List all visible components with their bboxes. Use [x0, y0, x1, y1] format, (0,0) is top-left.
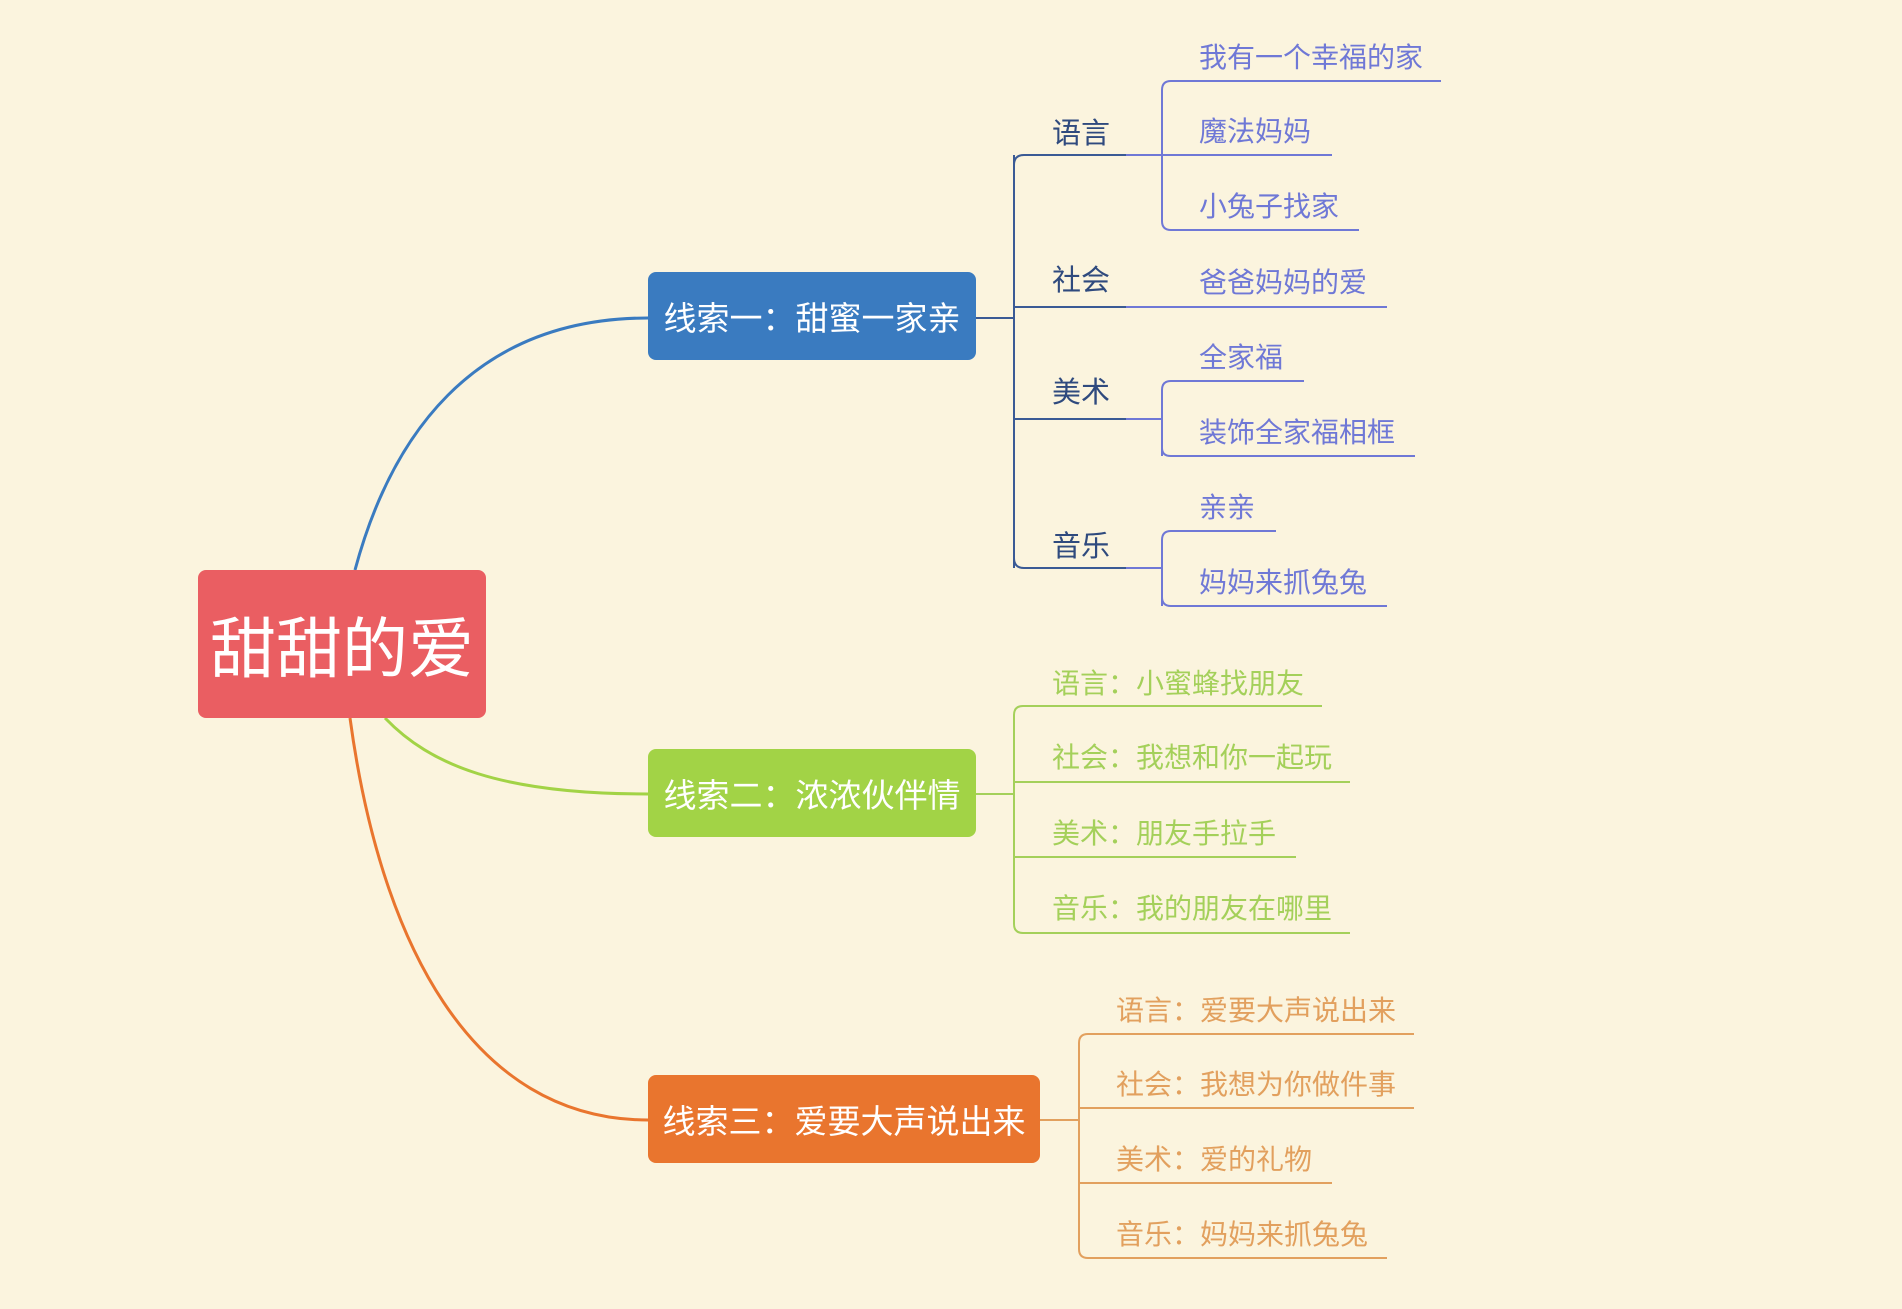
- leaf-item[interactable]: 美术：爱的礼物: [1116, 1143, 1313, 1176]
- leaf-item[interactable]: 亲亲: [1199, 491, 1256, 524]
- leaf-item[interactable]: 社会：我想和你一起玩: [1052, 741, 1333, 774]
- leaf-item[interactable]: 小兔子找家: [1199, 190, 1340, 223]
- leaf-item[interactable]: 语言：爱要大声说出来: [1116, 994, 1397, 1027]
- leaf-item[interactable]: 魔法妈妈: [1199, 115, 1312, 148]
- leaf-item[interactable]: 装饰全家福相框: [1199, 416, 1396, 449]
- leaf-item[interactable]: 语言：小蜜蜂找朋友: [1052, 667, 1305, 700]
- leaf-item[interactable]: 音乐：我的朋友在哪里: [1052, 892, 1333, 925]
- topic-society[interactable]: 社会: [1052, 263, 1111, 297]
- leaf-item[interactable]: 妈妈来抓兔兔: [1199, 566, 1368, 599]
- leaf-item[interactable]: 美术：朋友手拉手: [1052, 817, 1277, 850]
- connector-root-branch1: [353, 316, 649, 571]
- leaf-item[interactable]: 社会：我想为你做件事: [1116, 1068, 1397, 1101]
- topic-art[interactable]: 美术: [1052, 375, 1111, 409]
- topic-language[interactable]: 语言: [1052, 116, 1111, 150]
- leaf-item[interactable]: 音乐：妈妈来抓兔兔: [1116, 1218, 1369, 1251]
- connector-root-branch2: [383, 716, 649, 796]
- connector-root-branch3: [348, 717, 649, 1122]
- branch-clue-2[interactable]: 线索二：浓浓伙伴情: [648, 749, 976, 837]
- leaf-item[interactable]: 爸爸妈妈的爱: [1199, 266, 1368, 299]
- branch-clue-1[interactable]: 线索一：甜蜜一家亲: [648, 272, 976, 360]
- root-topic[interactable]: 甜甜的爱: [198, 570, 486, 718]
- topic-music[interactable]: 音乐: [1052, 529, 1111, 563]
- leaf-item[interactable]: 全家福: [1199, 341, 1284, 374]
- branch-clue-3[interactable]: 线索三：爱要大声说出来: [648, 1075, 1040, 1163]
- leaf-item[interactable]: 我有一个幸福的家: [1199, 41, 1424, 74]
